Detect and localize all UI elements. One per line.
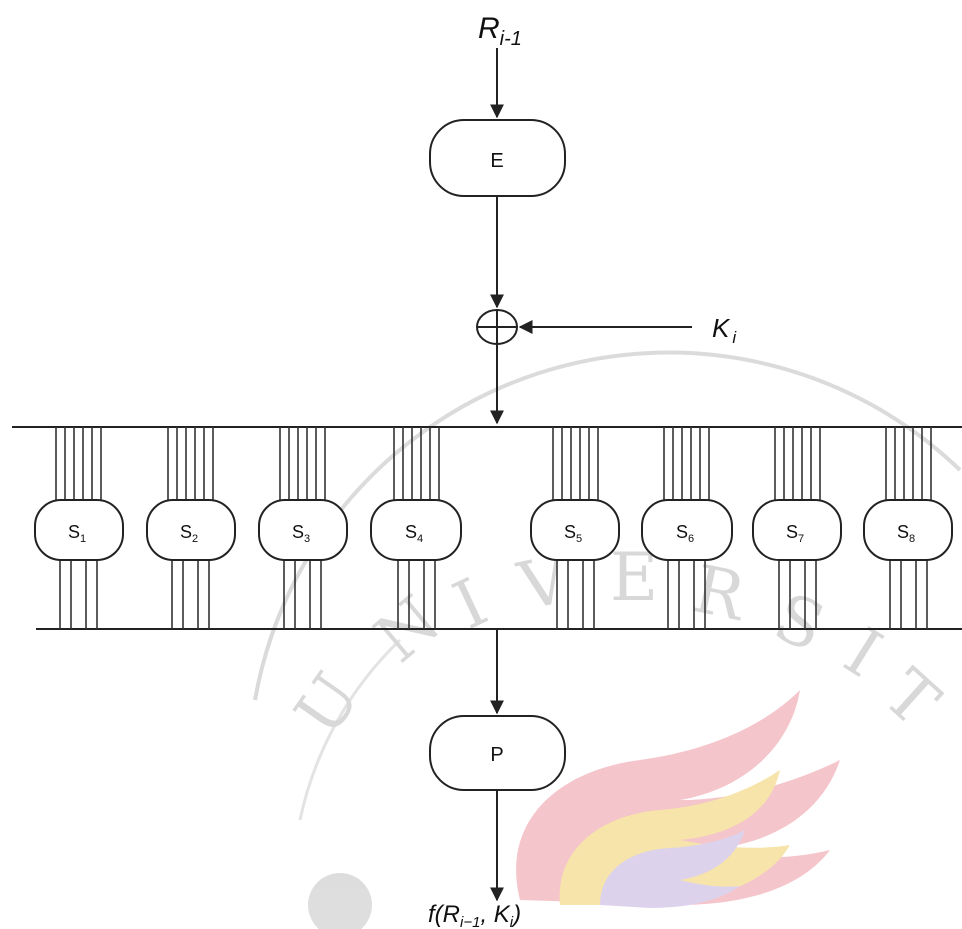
- sbox-6-input-wires: [664, 427, 709, 500]
- watermark-letter-T: T: [869, 655, 953, 742]
- sbox-1-output-wires: [60, 560, 97, 629]
- sbox-2-input-wires: [168, 427, 213, 500]
- watermark-letter-I: I: [442, 564, 498, 645]
- sbox-3-input-wires: [280, 427, 325, 500]
- sbox-2-output-wires: [172, 560, 209, 629]
- sbox-2: S2: [147, 427, 235, 629]
- input-label: Ri-1: [478, 12, 522, 50]
- output-label: f(Ri−1, Ki): [428, 901, 521, 929]
- sbox-3: S3: [259, 427, 347, 629]
- watermark-letter-U: U: [280, 659, 375, 749]
- watermark-letter-S: S: [764, 578, 835, 666]
- watermark-dot: [308, 873, 372, 929]
- watermark-letter-I2: I: [832, 613, 895, 692]
- permutation-label: P: [490, 744, 503, 766]
- sbox-1-input-wires: [56, 427, 101, 500]
- watermark-letter-R: R: [687, 550, 754, 636]
- sbox-5-input-wires: [553, 427, 598, 500]
- sbox-7-input-wires: [775, 427, 820, 500]
- sbox-8: S8: [864, 427, 952, 629]
- xor-icon: [477, 310, 517, 344]
- expansion-label: E: [490, 150, 503, 172]
- watermark-logo: U N I V E R S I T: [255, 353, 960, 929]
- sbox-8-output-wires: [890, 560, 927, 629]
- sbox-1: S1: [35, 427, 123, 629]
